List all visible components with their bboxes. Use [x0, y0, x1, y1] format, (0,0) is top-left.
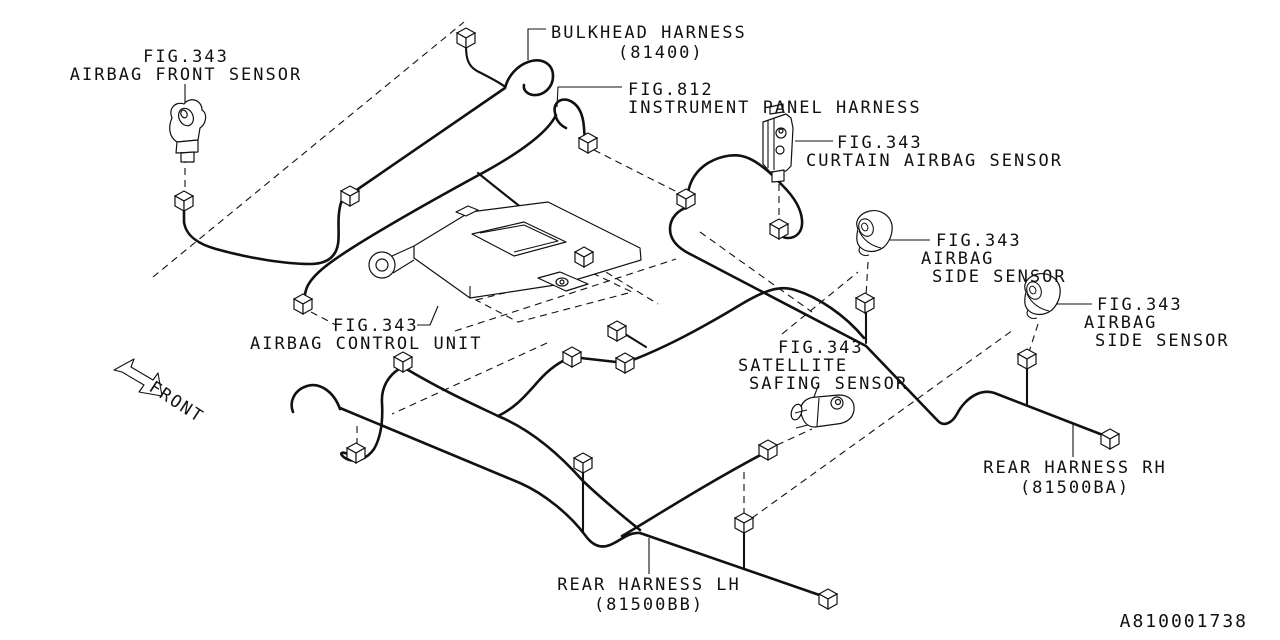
connector-icon: [818, 588, 838, 610]
label-satellite-line1: SATELLITE: [738, 356, 848, 376]
label-rear-lh-part: (81500BB): [594, 595, 704, 615]
junction-stub: [623, 332, 648, 349]
front-indicator: FRONT: [113, 358, 207, 428]
label-rear-rh-part: (81500BA): [1020, 478, 1130, 498]
label-rear-lh-name: REAR HARNESS LH: [557, 575, 741, 595]
front-label: FRONT: [145, 377, 207, 427]
connector-icon: [607, 320, 627, 342]
connector-icon: [346, 442, 366, 464]
label-side2-line2: SIDE SENSOR: [1095, 331, 1230, 351]
label-satellite-fig: FIG.343: [778, 338, 864, 358]
satellite-safing-sensor-shape: [790, 394, 855, 429]
labels: FIG.343 AIRBAG FRONT SENSOR BULKHEAD HAR…: [70, 23, 1248, 632]
front-arrow-icon: [113, 358, 163, 397]
diagram-id: A810001738: [1120, 611, 1248, 632]
rear-harness-lh-loop: [290, 383, 342, 414]
label-bulkhead-part: (81400): [618, 43, 704, 63]
instrument-panel-trunk: [302, 113, 558, 300]
label-instrument-name: INSTRUMENT PANEL HARNESS: [628, 98, 922, 118]
label-front-sensor-fig: FIG.343: [143, 47, 229, 67]
connector-icon: [676, 188, 696, 210]
label-acu-name: AIRBAG CONTROL UNIT: [250, 334, 482, 354]
label-acu-fig: FIG.343: [333, 316, 419, 336]
floor-cross-run: [623, 286, 866, 365]
connector-icon: [293, 293, 313, 315]
connector-icon: [393, 351, 413, 373]
connector-icon: [615, 352, 635, 374]
label-bulkhead-name: BULKHEAD HARNESS: [551, 23, 747, 43]
label-side2-line1: AIRBAG: [1084, 313, 1157, 333]
connector-icon: [578, 132, 598, 154]
connector-icon: [1100, 428, 1120, 450]
connector-icon: [562, 346, 582, 368]
connector-icon: [758, 439, 778, 461]
connector-icon: [456, 27, 476, 49]
label-rear-rh-name: REAR HARNESS RH: [983, 458, 1167, 478]
rear-harness-rh-path: [668, 205, 1110, 439]
instrument-panel-hook: [553, 98, 587, 143]
label-instrument-fig: FIG.812: [628, 80, 714, 100]
connector-icon: [174, 190, 194, 212]
rear-harness-lh-main: [338, 406, 830, 600]
link-feed: [496, 355, 574, 418]
connector-icon: [734, 512, 754, 534]
harness-wires: [182, 44, 1110, 600]
connector-icon: [574, 246, 594, 268]
label-satellite-line2: SAFING SENSOR: [749, 374, 908, 394]
airbag-side-sensor-1-shape: [855, 210, 893, 257]
rear-harness-lh-upper-run: [401, 365, 642, 532]
label-curtain-fig: FIG.343: [837, 133, 923, 153]
connector-icon: [769, 218, 789, 240]
label-curtain-name: CURTAIN AIRBAG SENSOR: [806, 151, 1063, 171]
label-side1-line1: AIRBAG: [921, 249, 994, 269]
label-side2-fig: FIG.343: [1097, 295, 1183, 315]
connector-icon: [855, 292, 875, 314]
label-side1-line2: SIDE SENSOR: [932, 267, 1067, 287]
curtain-sensor-branch: [686, 153, 804, 240]
bulkhead-branch-path: [464, 44, 506, 88]
satellite-feed: [620, 450, 768, 538]
connector-icon: [573, 452, 593, 474]
curtain-airbag-sensor-shape: [762, 103, 794, 183]
connector-icon: [340, 185, 360, 207]
airbag-control-unit-shape: [368, 201, 642, 299]
connector-icon: [1017, 348, 1037, 370]
label-side1-fig: FIG.343: [936, 231, 1022, 251]
airbag-front-sensor-shape: [169, 99, 207, 163]
label-front-sensor-name: AIRBAG FRONT SENSOR: [70, 65, 302, 85]
rear-harness-lh-curl: [340, 367, 401, 462]
